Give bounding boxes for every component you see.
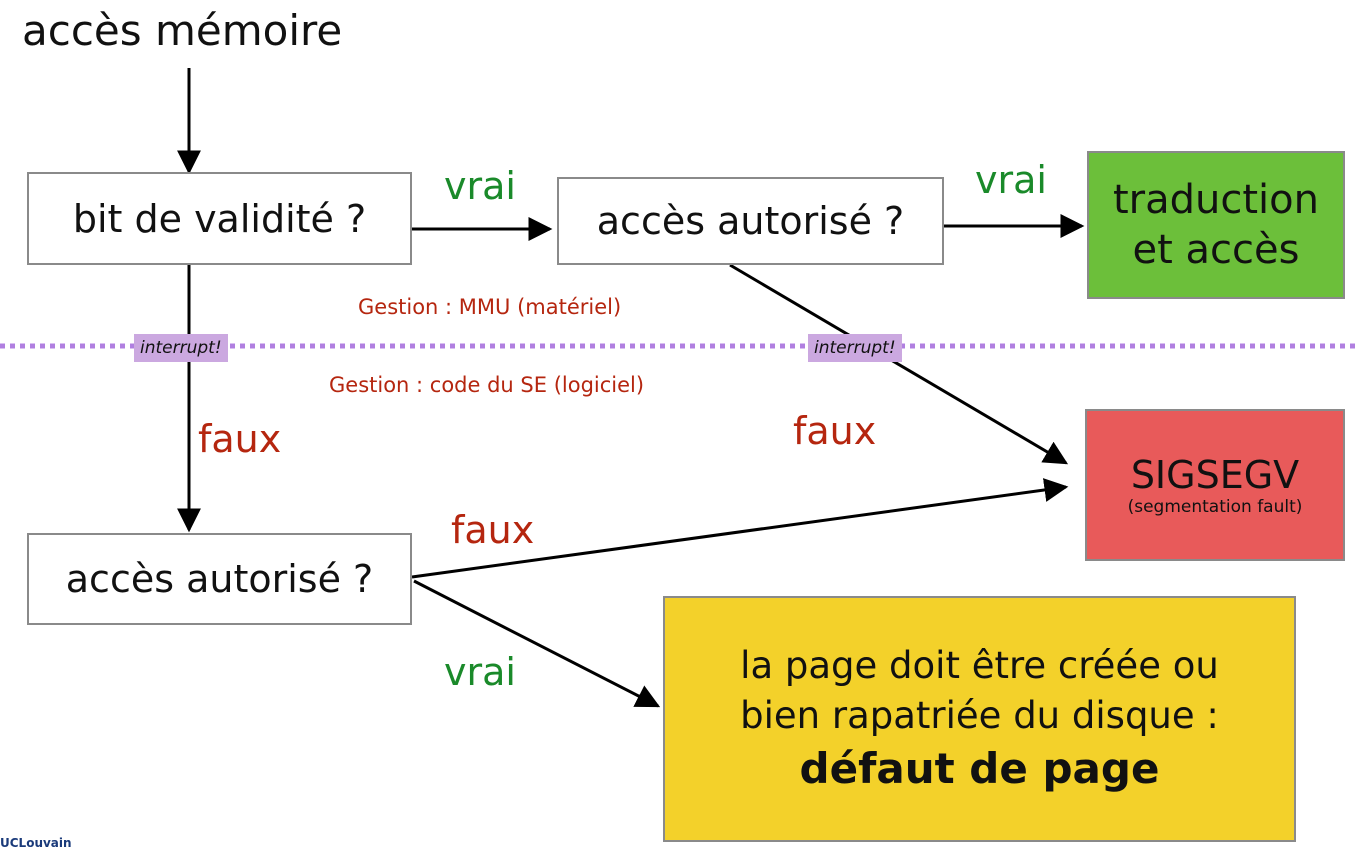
validity-check-node: bit de validité ? (27, 172, 412, 265)
translation-line-2: et accès (1132, 227, 1300, 273)
interrupt-badge-1: interrupt! (134, 334, 228, 362)
edge-access-top-to-sigsegv (729, 263, 1069, 465)
edge-label-vrai-3: vrai (444, 650, 516, 694)
translation-line-1: traduction (1113, 177, 1319, 223)
translation-node: traduction et accès (1087, 151, 1345, 299)
edge-label-faux-2: faux (793, 409, 877, 453)
sigsegv-node: SIGSEGV (segmentation fault) (1085, 409, 1345, 561)
access-check-top-node: accès autorisé ? (557, 177, 944, 265)
access-check-bottom-label: accès autorisé ? (65, 557, 374, 601)
access-check-top-label: accès autorisé ? (596, 199, 905, 243)
validity-check-label: bit de validité ? (72, 196, 367, 241)
edge-label-faux-1: faux (198, 417, 282, 461)
hardware-zone-label: Gestion : MMU (matériel) (358, 295, 622, 319)
uclouvain-logo: UCLouvain (0, 836, 72, 850)
sigsegv-sub-label: (segmentation fault) (1127, 497, 1303, 517)
sigsegv-label: SIGSEGV (1130, 453, 1300, 497)
edge-access-bottom-to-sigsegv (411, 478, 1069, 579)
page-fault-line-3: défaut de page (799, 743, 1160, 793)
edge-label-faux-3: faux (451, 508, 535, 552)
edge-label-vrai-2: vrai (975, 158, 1047, 202)
page-fault-line-1: la page doit être créée ou (740, 643, 1219, 687)
diagram-title: accès mémoire (22, 6, 343, 55)
page-fault-node: la page doit être créée ou bien rapatrié… (663, 596, 1296, 842)
edge-label-vrai-1: vrai (444, 164, 516, 208)
software-zone-label: Gestion : code du SE (logiciel) (329, 373, 645, 397)
page-fault-line-2: bien rapatriée du disque : (740, 693, 1219, 737)
edge-access-bottom-to-page-fault (413, 579, 661, 708)
interrupt-badge-2: interrupt! (808, 334, 902, 362)
logo-text: UCLouvain (0, 836, 72, 850)
access-check-bottom-node: accès autorisé ? (27, 533, 412, 625)
